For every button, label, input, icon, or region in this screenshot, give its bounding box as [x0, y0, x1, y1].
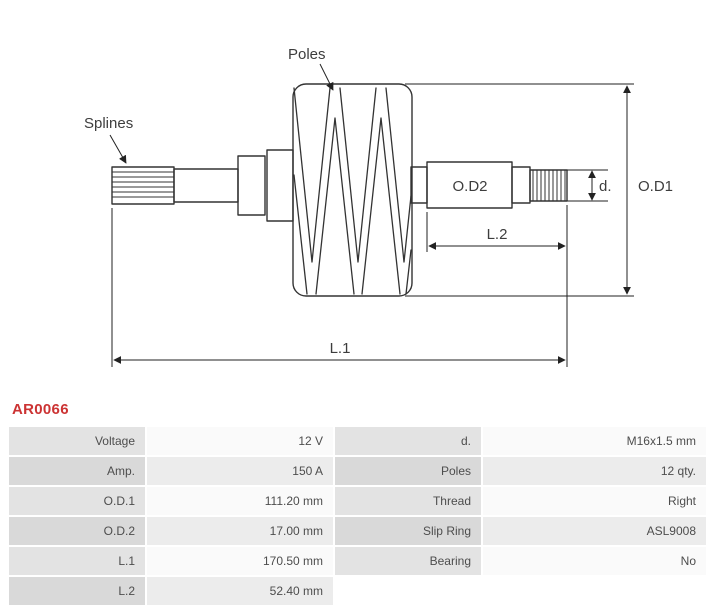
label-l2: L.2: [9, 577, 145, 605]
value-thread: Right: [483, 487, 706, 515]
splines-label: Splines: [84, 115, 133, 132]
claw-poles: [293, 87, 412, 295]
value-bearing: No: [483, 547, 706, 575]
value-d: M16x1.5 mm: [483, 427, 706, 455]
dimension-d: [567, 169, 608, 202]
dimension-l1: [111, 208, 566, 367]
rotor-body: [292, 83, 413, 297]
threaded-end: [529, 169, 568, 202]
label-d: d.: [335, 427, 481, 455]
label-l1: L.1: [9, 547, 145, 575]
collar-ring-2: [266, 149, 294, 222]
poles-label: Poles: [288, 46, 326, 63]
label-slip-ring: Slip Ring: [335, 517, 481, 545]
poles-leader-arrow: [319, 63, 334, 91]
label-od1: O.D.1: [9, 487, 145, 515]
dim-label-l2: L.2: [487, 226, 508, 243]
empty-cell: [335, 577, 481, 605]
splined-shaft: [111, 166, 175, 205]
label-amp: Amp.: [9, 457, 145, 485]
dimension-l2: [426, 205, 568, 367]
label-thread: Thread: [335, 487, 481, 515]
label-od2: O.D.2: [9, 517, 145, 545]
value-l2: 52.40 mm: [147, 577, 333, 605]
value-poles: 12 qty.: [483, 457, 706, 485]
empty-cell: [483, 577, 706, 605]
label-bearing: Bearing: [335, 547, 481, 575]
shaft-right-step-2: [511, 166, 531, 204]
label-poles: Poles: [335, 457, 481, 485]
spec-table: Voltage 12 V d. M16x1.5 mm Amp. 150 A Po…: [9, 427, 706, 605]
dim-label-od1: O.D1: [638, 178, 673, 195]
value-od1: 111.20 mm: [147, 487, 333, 515]
value-l1: 170.50 mm: [147, 547, 333, 575]
splines-leader-arrow: [109, 134, 127, 164]
label-voltage: Voltage: [9, 427, 145, 455]
dim-label-d: d.: [599, 178, 612, 195]
shaft-right-step-1: [410, 166, 428, 204]
shaft-left: [173, 168, 239, 203]
value-slip-ring: ASL9008: [483, 517, 706, 545]
value-od2: 17.00 mm: [147, 517, 333, 545]
value-amp: 150 A: [147, 457, 333, 485]
part-number: AR0066: [12, 401, 69, 418]
dimension-od1: [405, 83, 634, 297]
collar-ring-1: [237, 155, 266, 216]
dim-label-l1: L.1: [330, 340, 351, 357]
value-voltage: 12 V: [147, 427, 333, 455]
technical-drawing: Poles Splines O.D2 d. O.D1 L.2 L.1: [84, 46, 673, 367]
dim-label-od2: O.D2: [452, 178, 487, 195]
